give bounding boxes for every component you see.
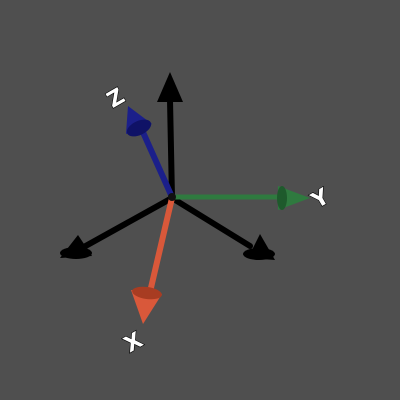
x-axis[interactable] — [131, 195, 175, 324]
origin-point — [168, 193, 176, 201]
y-axis[interactable] — [169, 186, 310, 210]
helper-axis-up — [157, 72, 183, 201]
z-axis[interactable] — [124, 106, 175, 200]
y-axis-label: Y — [307, 184, 335, 215]
z-axis-label: Z — [103, 84, 129, 114]
helper-axis-left — [60, 195, 175, 259]
x-axis-label: X — [120, 328, 147, 358]
helper-axis-right — [169, 195, 275, 260]
